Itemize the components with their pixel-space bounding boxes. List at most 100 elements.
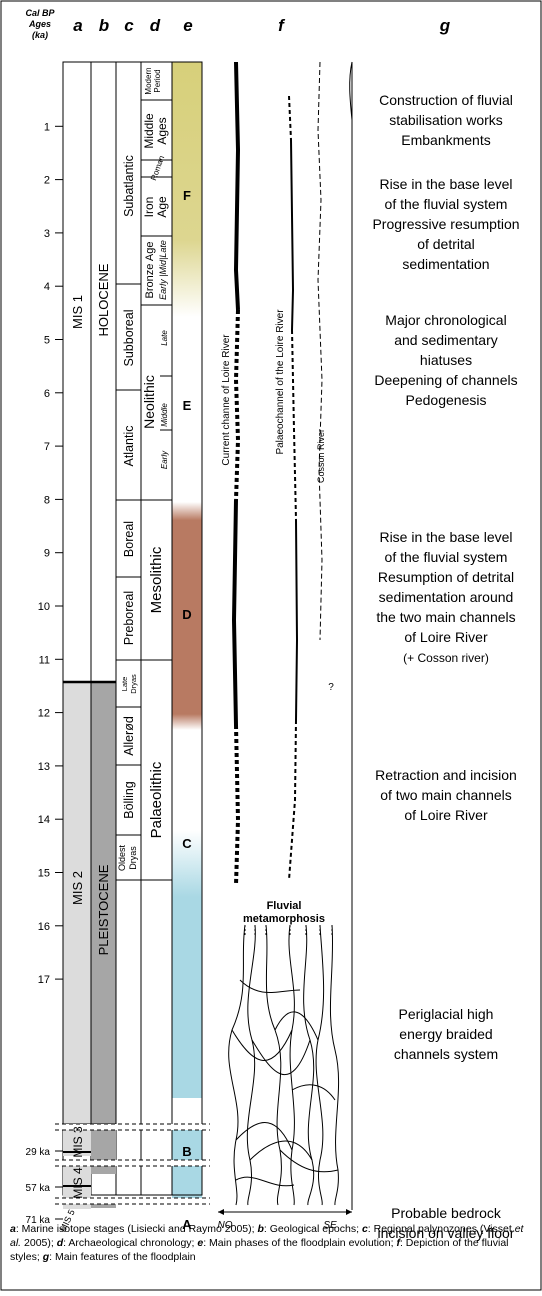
col-f-header: f [278, 16, 286, 35]
legend-d-text: : Archaeological chronology; [63, 1237, 198, 1249]
braided-channels [228, 924, 340, 1206]
oldest-dryas-label-1: Oldest [117, 844, 127, 871]
age-title-2: Ages [28, 19, 51, 29]
feature-text-line: Probable bedrock [391, 1205, 502, 1221]
age-tick-label: 5 [44, 335, 50, 347]
age-tick-label: 11 [39, 654, 50, 666]
phase-A-label: A [182, 1217, 192, 1232]
age-tick-label: 8 [44, 494, 50, 506]
mis4-fill [63, 1166, 91, 1198]
palaeochannel-dashed-bottom [288, 719, 297, 881]
middle-ages-label-1: Middle [142, 113, 156, 149]
age-tick-label: 17 [38, 974, 50, 986]
feature-text-line: Rise in the base level [379, 176, 512, 192]
feature-text-line: Resumption of detrital [378, 569, 514, 585]
col-e-outline [171, 61, 203, 1196]
phase-D-fill [172, 502, 202, 730]
feature-text-line: stabilisation works [389, 112, 503, 128]
legend-d-key: d [56, 1237, 64, 1249]
feature-text-line: Embankments [401, 132, 490, 148]
current-channel-solid-mid [231, 499, 238, 726]
legend-b-text: : Geological epochs; [263, 1223, 362, 1235]
legend-f-key: f [396, 1237, 400, 1249]
holocene-label: HOLOCENE [96, 263, 111, 336]
palaeochannel-solid-top [290, 139, 295, 331]
feature-text-line: Construction of fluvial [379, 92, 513, 108]
phase-C-fill [172, 830, 202, 1098]
age-tick-label: 7 [44, 441, 50, 453]
boreal-label: Boreal [122, 521, 136, 557]
metamorphosis-label: metamorphosis [243, 913, 325, 925]
legend-g-key: g [42, 1251, 50, 1263]
bronze-sub-label: Early |Mid|Late [158, 240, 168, 300]
lower-tick-label: 29 ka [26, 1147, 51, 1158]
neolithic-early-label: Early [160, 450, 169, 469]
col-d-header: d [150, 16, 161, 35]
bolling-label: Bölling [122, 781, 136, 819]
legend: a: Marine isotope stages (Lisiecki and R… [10, 1222, 530, 1264]
current-channel-dashed-mid [233, 309, 241, 501]
legend-e-key: e [197, 1237, 204, 1249]
palaeolithic-label: Palaeolithic [148, 761, 165, 838]
col-a-header: a [73, 16, 82, 35]
feature-text-line: incision on valley floor [378, 1225, 515, 1241]
legend-c-text: : Regional palynozones (Visset [367, 1223, 515, 1235]
age-tick-label: 3 [44, 228, 50, 240]
mis5-fill [63, 1203, 91, 1209]
age-tick-label: 2 [44, 175, 50, 187]
col-c-boundaries [116, 283, 141, 881]
pleistocene-fill [90, 681, 117, 1125]
se-arrow-head [346, 1209, 352, 1215]
middle-ages-label-2: Ages [155, 117, 169, 144]
allerod-label: Allerød [122, 716, 136, 756]
age-tick-label: 16 [38, 921, 50, 933]
feature-text-line: of the fluvial system [385, 549, 508, 565]
legend-b-key: b [257, 1223, 264, 1235]
feature-text-line: Major chronological [385, 312, 506, 328]
phase-F-fill [172, 62, 202, 317]
cosson-question-mark: ? [328, 682, 334, 693]
current-channel-dashed-bottom [234, 724, 241, 886]
late-dryas-label-1: Late [120, 677, 129, 692]
col-c-header: c [124, 16, 134, 35]
legend-c-key: c [361, 1223, 368, 1235]
lower-tick-label: 57 ka [26, 1183, 51, 1194]
col-d-boundaries [141, 99, 172, 881]
age-tick-label: 9 [44, 548, 50, 560]
subboreal-label: Subboreal [122, 310, 136, 367]
neolithic-label: Neolithic [141, 375, 157, 429]
pleist-lower-fill [91, 1130, 116, 1174]
feature-text-line: Pedogenesis [406, 392, 487, 408]
pleistocene-label: PLEISTOCENE [96, 864, 111, 955]
mis2-fill [62, 681, 92, 1125]
feature-text-line: channels system [394, 1046, 498, 1062]
fluvial-label: Fluvial [267, 900, 302, 912]
se-label: SE [323, 1220, 337, 1231]
neolithic-late-label: Late [160, 330, 169, 346]
feature-text-line: of Loire River [404, 807, 488, 823]
feature-text-line: energy braided [399, 1026, 492, 1042]
modern-label-2: Period [153, 69, 162, 92]
mis1-label: MIS 1 [70, 295, 85, 329]
feature-text-line: of detrital [417, 236, 475, 252]
bronze-age-label: Bronze Age [144, 242, 156, 299]
roman-label: Roman [149, 154, 166, 181]
current-channel-label: Current channe of Loire River [221, 334, 232, 466]
mesolithic-label: Mesolithic [148, 546, 165, 613]
feature-text-line: sedimentation [402, 256, 489, 272]
mis2-label: MIS 2 [70, 871, 85, 905]
feature-text-line: Progressive resumption [372, 216, 519, 232]
age-tick-label: 14 [38, 814, 50, 826]
feature-text-line: and sedimentary [394, 332, 498, 348]
feature-text-line: (+ Cosson river) [403, 651, 489, 665]
break-gap-3 [55, 1198, 210, 1204]
phase-B-label: B [182, 1144, 191, 1159]
time-breaks-redraw [55, 1123, 210, 1205]
age-tick-label: 1 [44, 121, 50, 133]
legend-a-key: a [10, 1223, 16, 1235]
lower-tick-label: 71 ka [26, 1215, 51, 1226]
age-tick-label: 15 [38, 868, 50, 880]
